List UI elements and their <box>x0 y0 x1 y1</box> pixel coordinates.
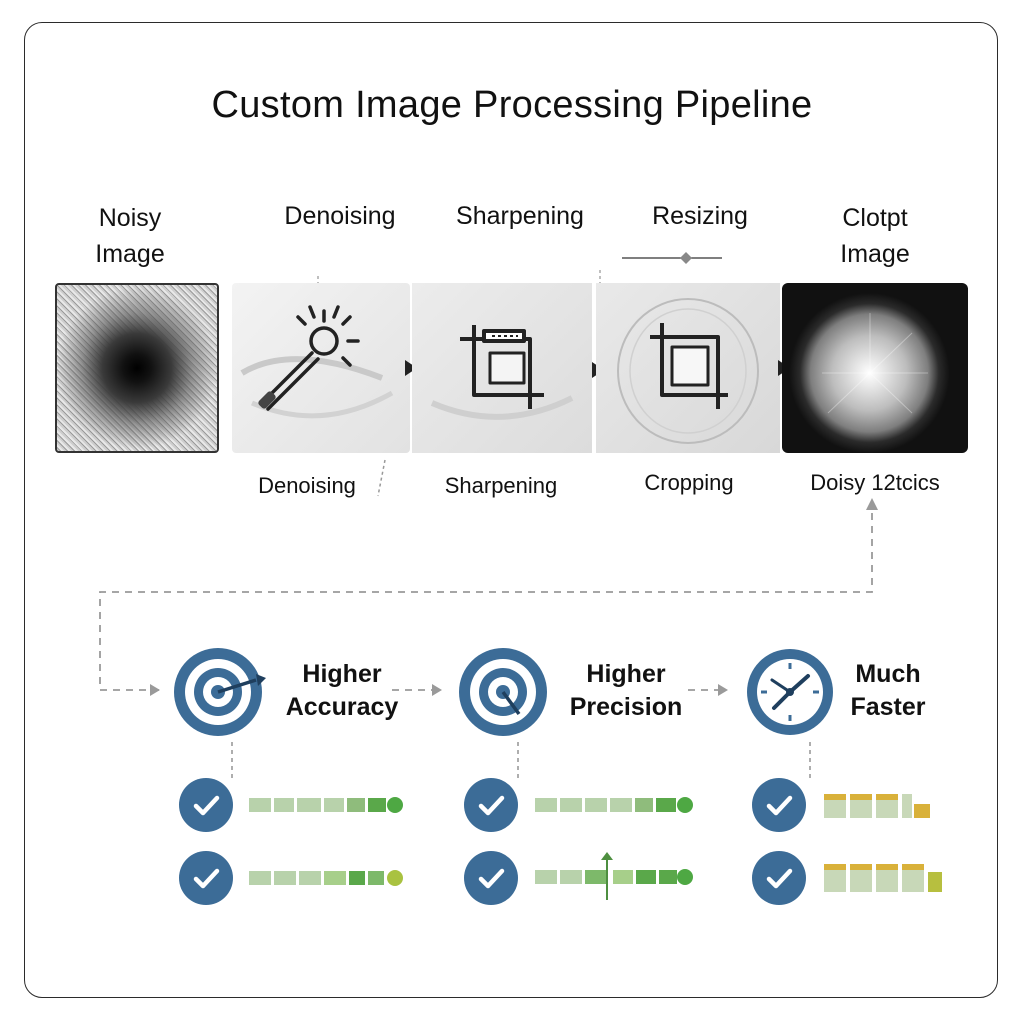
stage-sharpening-top-label: Sharpening <box>456 202 584 230</box>
metric-bar-strip <box>824 790 944 820</box>
noisy-image-panel <box>55 283 219 453</box>
crop-frame-icon <box>617 298 759 444</box>
metric-bar-strip <box>535 792 695 818</box>
check-icon <box>179 778 233 832</box>
metric-bar-strip <box>535 850 695 904</box>
outcome-faster-label: Much Faster <box>850 660 926 721</box>
stage-sharpening-bottom-label: Sharpening <box>444 473 558 498</box>
check-icon <box>179 851 233 905</box>
stage-noisy-label: Noisy Image <box>95 204 165 268</box>
stage-output-label: Clotpt Image <box>840 204 910 268</box>
output-image-panel <box>782 283 968 453</box>
stage-output-bottom-label: Doisy 12tcics <box>810 470 940 495</box>
stage-cropping-bottom-label: Cropping <box>644 470 734 495</box>
stage-denoising-bottom-label: Denoising <box>258 473 356 498</box>
stage-resizing-top-label: Resizing <box>652 202 748 230</box>
sharpening-panel <box>412 283 592 453</box>
check-icon <box>752 778 806 832</box>
denoising-panel <box>232 283 410 453</box>
check-icon <box>464 851 518 905</box>
page-title: Custom Image Processing Pipeline <box>211 84 813 126</box>
check-icon <box>752 851 806 905</box>
magic-wand-icon <box>240 305 394 419</box>
outcome-precision-label: Higher Precision <box>569 660 683 721</box>
crop-frame-icon <box>430 325 574 420</box>
resizing-panel <box>596 283 780 453</box>
metric-bar-strip <box>249 865 405 891</box>
target-dart-icon <box>174 648 266 736</box>
metric-bar-strip <box>824 860 944 894</box>
clock-icon <box>747 649 833 735</box>
stage-denoising-top-label: Denoising <box>284 202 396 230</box>
output-image-rays <box>822 313 928 414</box>
check-icon <box>464 778 518 832</box>
metric-bar-strip <box>249 792 405 818</box>
outcome-accuracy-label: Higher Accuracy <box>285 660 399 721</box>
target-icon <box>459 648 547 736</box>
